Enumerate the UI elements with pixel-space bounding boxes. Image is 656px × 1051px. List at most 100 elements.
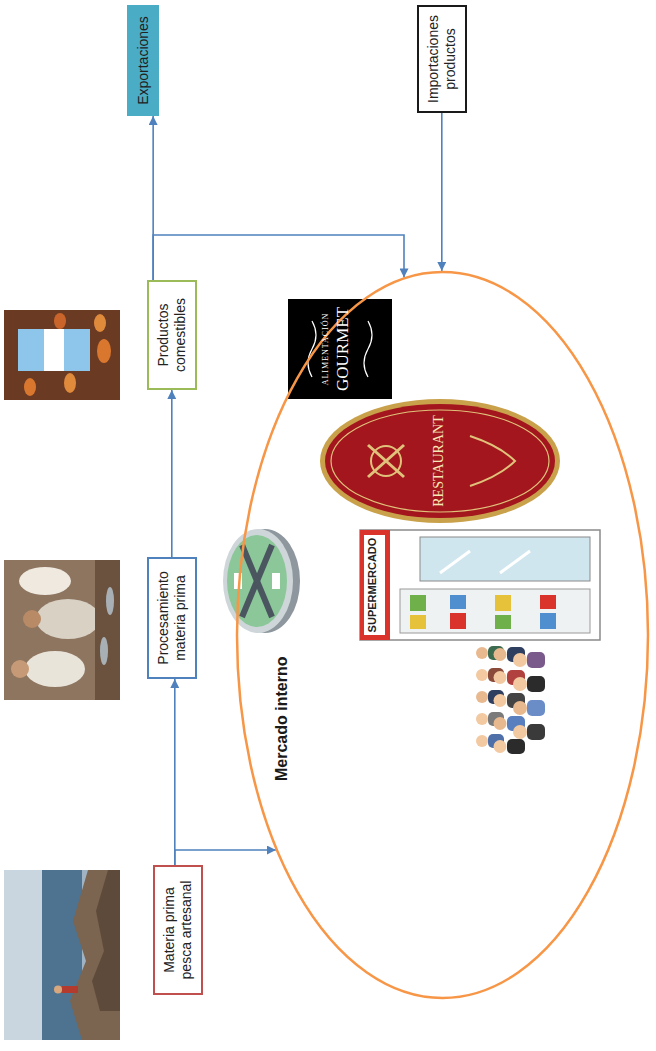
person [527,700,545,716]
flow-arrow [174,679,176,865]
restaurant-badge [320,399,560,523]
person [476,669,488,681]
region-title: Mercado interno [272,657,291,781]
person [527,676,545,692]
photo-rocks [70,870,120,1040]
photo-fisher [54,986,62,994]
shelf-goods [450,595,466,609]
factory-lawn [227,535,287,627]
photo-fisher [62,986,78,993]
icon-label: ALIMENTACIÓN [321,299,330,399]
shelf-goods [495,615,511,629]
glass-shine [440,551,470,573]
person [494,740,507,753]
photo-snack [54,313,66,329]
flow-arrow [441,113,443,271]
supermarket-building [360,530,600,640]
process-box: Exportaciones [127,5,160,116]
flow-arrow [171,390,173,557]
photo-fish [100,637,108,665]
badge-fork [368,445,404,477]
label-slot: SUPERMERCADO [366,533,379,637]
shelf-goods [495,595,511,611]
person [527,724,545,740]
box-text: Exportaciones [135,15,152,106]
market-ellipse: Mercado interno [235,270,650,1000]
factory-disc [223,529,293,633]
person [507,739,525,754]
badge-knife [368,445,404,477]
person [494,717,507,730]
photo-ground [4,310,120,400]
gourmet-plate [288,299,392,399]
gourmet-flourish [364,321,372,377]
factory-building [272,573,280,589]
label-slot: RESTAURANT [431,401,447,521]
photo-table [95,560,120,700]
person [494,671,507,684]
badge-wreath [470,436,515,486]
shelf-goods [540,595,556,609]
factory-icon [223,529,300,633]
label-slot: GOURMET [333,299,353,399]
process-box: Procesamiento materia prima [147,557,197,679]
text-slot: Mercado interno [272,657,291,781]
photo-worker [11,660,29,678]
shelf-goods [410,615,426,629]
process-box: Productos comestibles [147,280,197,390]
flow-arrow [175,850,276,865]
person [476,735,488,747]
person [513,725,527,739]
person [494,694,507,707]
glass-shine [500,551,530,573]
products-photo [4,310,120,400]
icon-label: SUPERMERCADO [366,533,379,637]
person [476,691,488,703]
box-text: Procesamiento materia prima [155,567,189,669]
photo-snack [64,373,76,393]
icon-label: GOURMET [333,299,353,399]
workers-photo [4,560,120,700]
shelf-goods [410,595,426,611]
person [513,653,527,667]
photo-worker [25,651,85,687]
box-text: Importaciones productos [425,15,459,103]
photo-fish [106,587,114,615]
process-box: Importaciones productos [417,5,467,113]
flow-arrow [153,235,404,280]
person [527,652,545,668]
shelf-goods [540,613,556,629]
supermarket-icon [360,530,600,640]
icon-label: RESTAURANT [431,401,447,521]
photo-sky [4,870,42,1040]
supermarket-door [420,537,590,581]
photo-worker [23,610,41,628]
label-slot: ALIMENTACIÓN [321,299,330,399]
factory-road [242,545,272,617]
photo-package [44,329,64,371]
connectors [153,113,442,865]
gourmet-sign [288,299,392,399]
photo-snack [94,314,106,332]
photo-ground [4,560,120,700]
people-icon [476,646,545,754]
photo-package [18,329,90,371]
market-outline [237,272,648,998]
photo-worker [19,567,71,595]
person [476,647,488,659]
fishing-photo [4,870,120,1040]
process-box: Materia prima pesca artesanal [153,865,203,995]
badge-rim [320,399,560,523]
photo-ground [4,870,120,1040]
person [513,701,527,715]
photo-snack [24,378,36,396]
factory-road [242,545,272,617]
person [476,713,488,725]
photo-snack [97,339,111,363]
photo-worker [36,599,100,639]
supermarket-band [360,530,390,640]
